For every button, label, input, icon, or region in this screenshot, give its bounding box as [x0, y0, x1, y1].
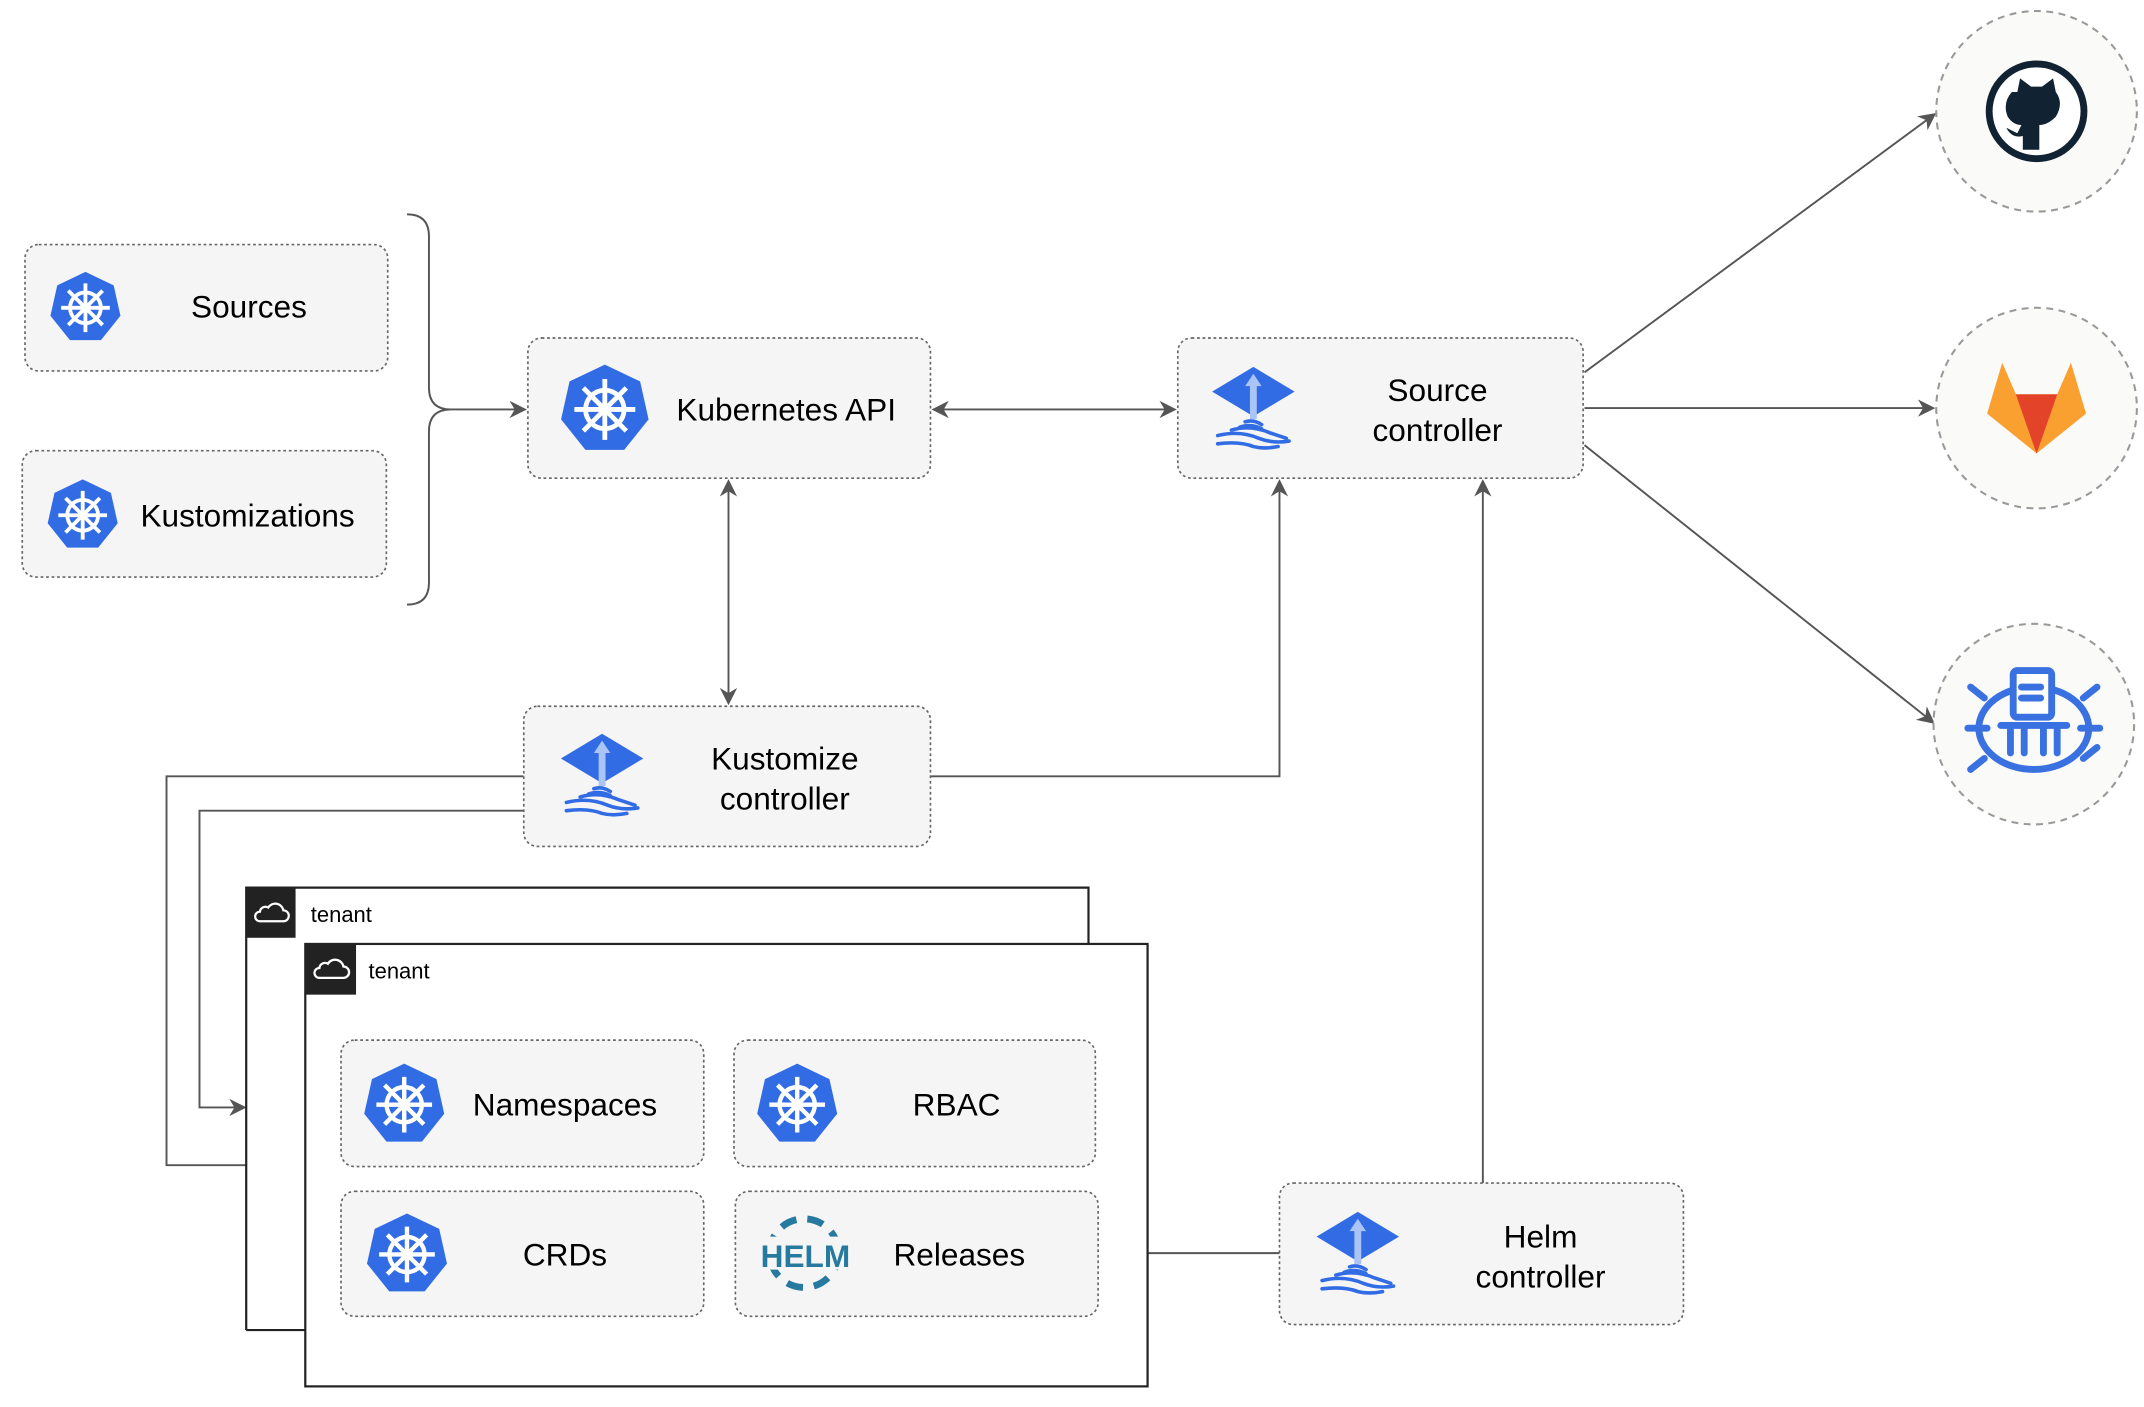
releases-node[interactable]: HELM Releases	[734, 1190, 1099, 1318]
kustomize-source-edge	[930, 479, 1289, 778]
kustomize-tenant-edge-2	[198, 809, 524, 1117]
kubernetes-api-node[interactable]: Kubernetes API	[527, 337, 932, 479]
bucket-icon	[1964, 667, 2104, 773]
source-github-edge	[1583, 113, 1937, 374]
crds-node[interactable]: CRDs	[340, 1190, 705, 1318]
github-icon	[1985, 60, 2088, 163]
bucket-node[interactable]	[1932, 622, 2136, 826]
cloud-icon	[246, 887, 296, 939]
rbac-label: RBAC	[913, 1087, 1001, 1123]
gitlab-node[interactable]	[1935, 306, 2138, 510]
brace-to-api-edge	[406, 213, 527, 419]
helm-controller-label: Helm	[1504, 1219, 1578, 1255]
kustomize-tenant-edge	[165, 775, 524, 1174]
cloud-icon	[305, 943, 357, 995]
releases-label: Releases	[893, 1236, 1025, 1272]
sources-label: Sources	[191, 288, 307, 324]
github-node[interactable]	[1935, 9, 2138, 213]
kustomizations-node[interactable]: Kustomizations	[21, 449, 388, 578]
source-controller-label-2: controller	[1373, 412, 1503, 448]
kubernetes-api-label: Kubernetes API	[676, 391, 896, 427]
edges	[165, 113, 1937, 1262]
kustomize-controller-label: Kustomize	[711, 740, 858, 776]
helm-controller-node[interactable]: Helm controller	[1278, 1182, 1685, 1326]
crds-label: CRDs	[523, 1236, 607, 1272]
helm-controller-label-2: controller	[1476, 1258, 1606, 1294]
namespaces-label: Namespaces	[473, 1087, 657, 1123]
helm-icon: HELM	[758, 1215, 853, 1291]
gitlab-icon	[1987, 362, 2087, 454]
kustomizations-label: Kustomizations	[140, 497, 354, 533]
source-controller-node[interactable]: Source controller	[1176, 337, 1584, 479]
tenant-label: tenant	[369, 958, 430, 983]
kustomize-controller-label-2: controller	[720, 780, 850, 816]
source-bucket-edge	[1583, 444, 1935, 724]
tenant-front[interactable]: tenant Namespaces RBAC CRDs HELM Release…	[304, 942, 1149, 1388]
namespaces-node[interactable]: Namespaces	[340, 1039, 705, 1168]
source-controller-label: Source	[1387, 372, 1487, 408]
rbac-node[interactable]: RBAC	[733, 1039, 1097, 1168]
helm-logo-text: HELM	[761, 1238, 851, 1274]
sources-node[interactable]: Sources	[24, 243, 389, 372]
tenant-label: tenant	[311, 902, 372, 927]
kustomize-controller-node[interactable]: Kustomize controller	[522, 705, 932, 848]
